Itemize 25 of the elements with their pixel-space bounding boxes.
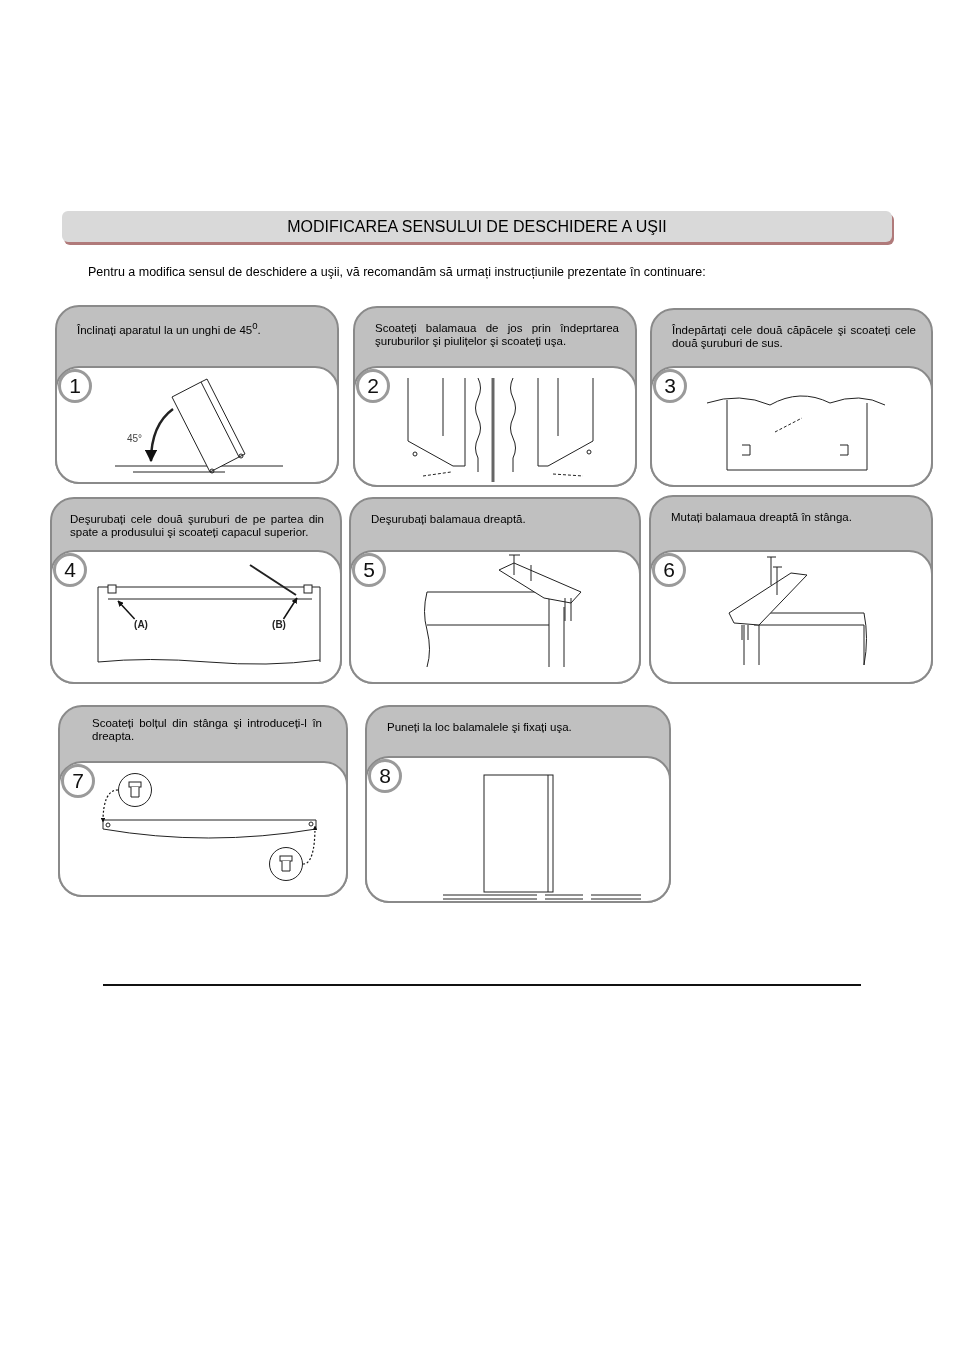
intro-text: Pentru a modifica sensul de deschidere a uşii, vă recomandăm să urmați instrucțiunile prezentate în continuare: (88, 265, 707, 279)
instruction-text: Scoateți bolțul din stânga şi introduceți-l în dreapta. (92, 717, 322, 743)
callout-letter: (A) (128, 619, 154, 633)
step-card (50, 497, 342, 684)
instruction-text: Scoateți balamaua de jos prin îndeprtarea şuruburilor şi piulițelor şi scoateți uşa. (375, 322, 619, 348)
step-card (650, 308, 933, 487)
step-card (58, 705, 348, 897)
arrow (117, 600, 136, 620)
step-card (353, 306, 637, 487)
dotted-arrow (302, 825, 318, 865)
dotted-arrow (100, 789, 119, 823)
instruction-text: Deşurubați balamaua dreaptă. (371, 513, 527, 526)
step-card (55, 305, 339, 484)
step-card (349, 497, 641, 684)
title-banner: MODIFICAREA SENSULUI DE DESCHIDERE A UŞII (62, 211, 892, 242)
instruction-text: Mutați balamaua dreaptă în stânga. (671, 511, 853, 524)
instruction-text: Deşurubați cele două şuruburi de pe partea din spate a produsului şi scoateți capacul superior. (70, 513, 324, 539)
instruction-text: Înclinați aparatul la un unghi de 45$^{0}$. (77, 319, 262, 337)
instruction-text: Puneți la loc balamalele şi fixați uşa. (387, 721, 573, 734)
step-card (365, 705, 671, 903)
instruction-text: Îndepărtați cele două căpăcele şi scoateți cele două şuruburi de sus. (672, 324, 916, 350)
arrow (282, 597, 298, 620)
step-card (649, 495, 933, 684)
angle-label: 45° (127, 433, 143, 444)
callout-letter: (B) (266, 619, 292, 633)
